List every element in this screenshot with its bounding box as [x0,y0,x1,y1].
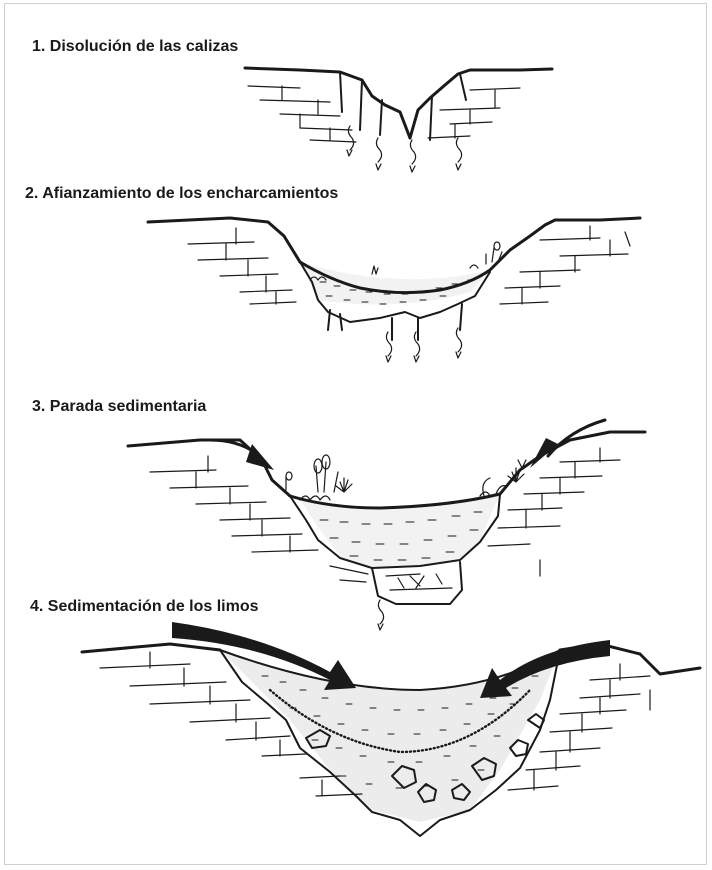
stage-3-sketch [128,420,645,630]
stage-1-sketch [245,68,552,172]
stage-4-sketch [82,622,700,836]
stage-2-sketch [148,218,640,362]
